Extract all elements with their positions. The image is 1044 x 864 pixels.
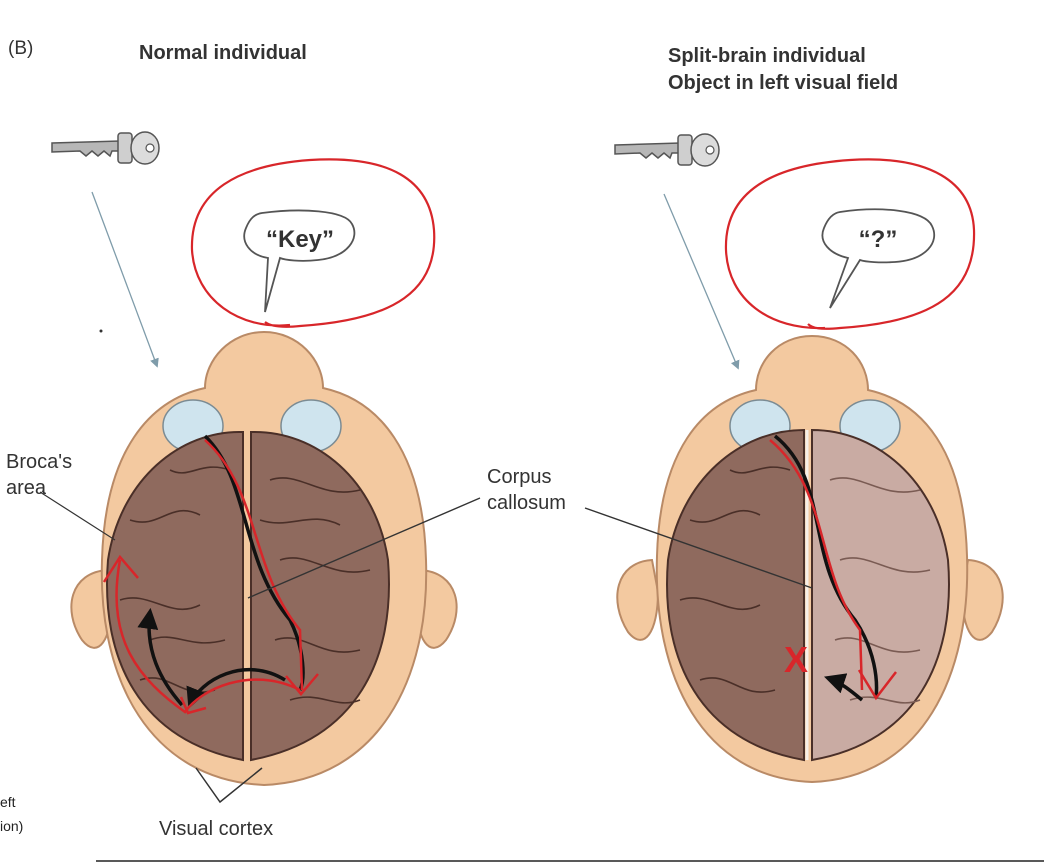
visual-cortex-label: Visual cortex (159, 818, 274, 840)
left-panel-title: Normal individual (139, 42, 307, 64)
broca-label-line-2: area (6, 477, 47, 499)
left-key-icon (51, 131, 160, 165)
broca-label-line-1: Broca's (6, 451, 73, 473)
cropped-text: eft ion) (0, 790, 23, 838)
corpus-label-line-2: callosum (487, 492, 566, 514)
broca-label: Broca's area (6, 449, 72, 501)
stray-dot (99, 329, 103, 333)
corpus-callosum-label: Corpus callosum (487, 464, 566, 516)
panel-letter: (B) (8, 38, 34, 59)
right-title-line-1: Split-brain individual (668, 45, 866, 67)
visual-cortex-pointer (195, 767, 263, 804)
blocked-x-mark: X (784, 639, 808, 680)
left-view-arrow (91, 191, 159, 368)
corpus-label-line-1: Corpus (487, 466, 552, 488)
right-red-circle (724, 158, 976, 330)
cropped-text-line-1: eft (0, 794, 16, 810)
right-view-arrow (663, 193, 740, 370)
corpus-pointer-right (584, 507, 813, 589)
right-speech-bubble: “?” (821, 208, 936, 309)
right-pathways (769, 434, 897, 702)
right-key-icon (614, 133, 720, 167)
left-pathways (102, 434, 319, 715)
corpus-pointer-left (247, 497, 481, 599)
right-speech-text: “?” (859, 226, 898, 253)
cropped-text-line-2: ion) (0, 818, 24, 834)
right-panel-title: Split-brain individual Object in left vi… (668, 43, 898, 97)
right-title-line-2: Object in left visual field (668, 72, 899, 94)
broca-pointer (39, 491, 116, 541)
left-brain (106, 430, 390, 762)
left-speech-bubble: “Key” (243, 209, 356, 313)
left-red-circle (190, 158, 436, 328)
left-speech-text: “Key” (266, 226, 334, 253)
